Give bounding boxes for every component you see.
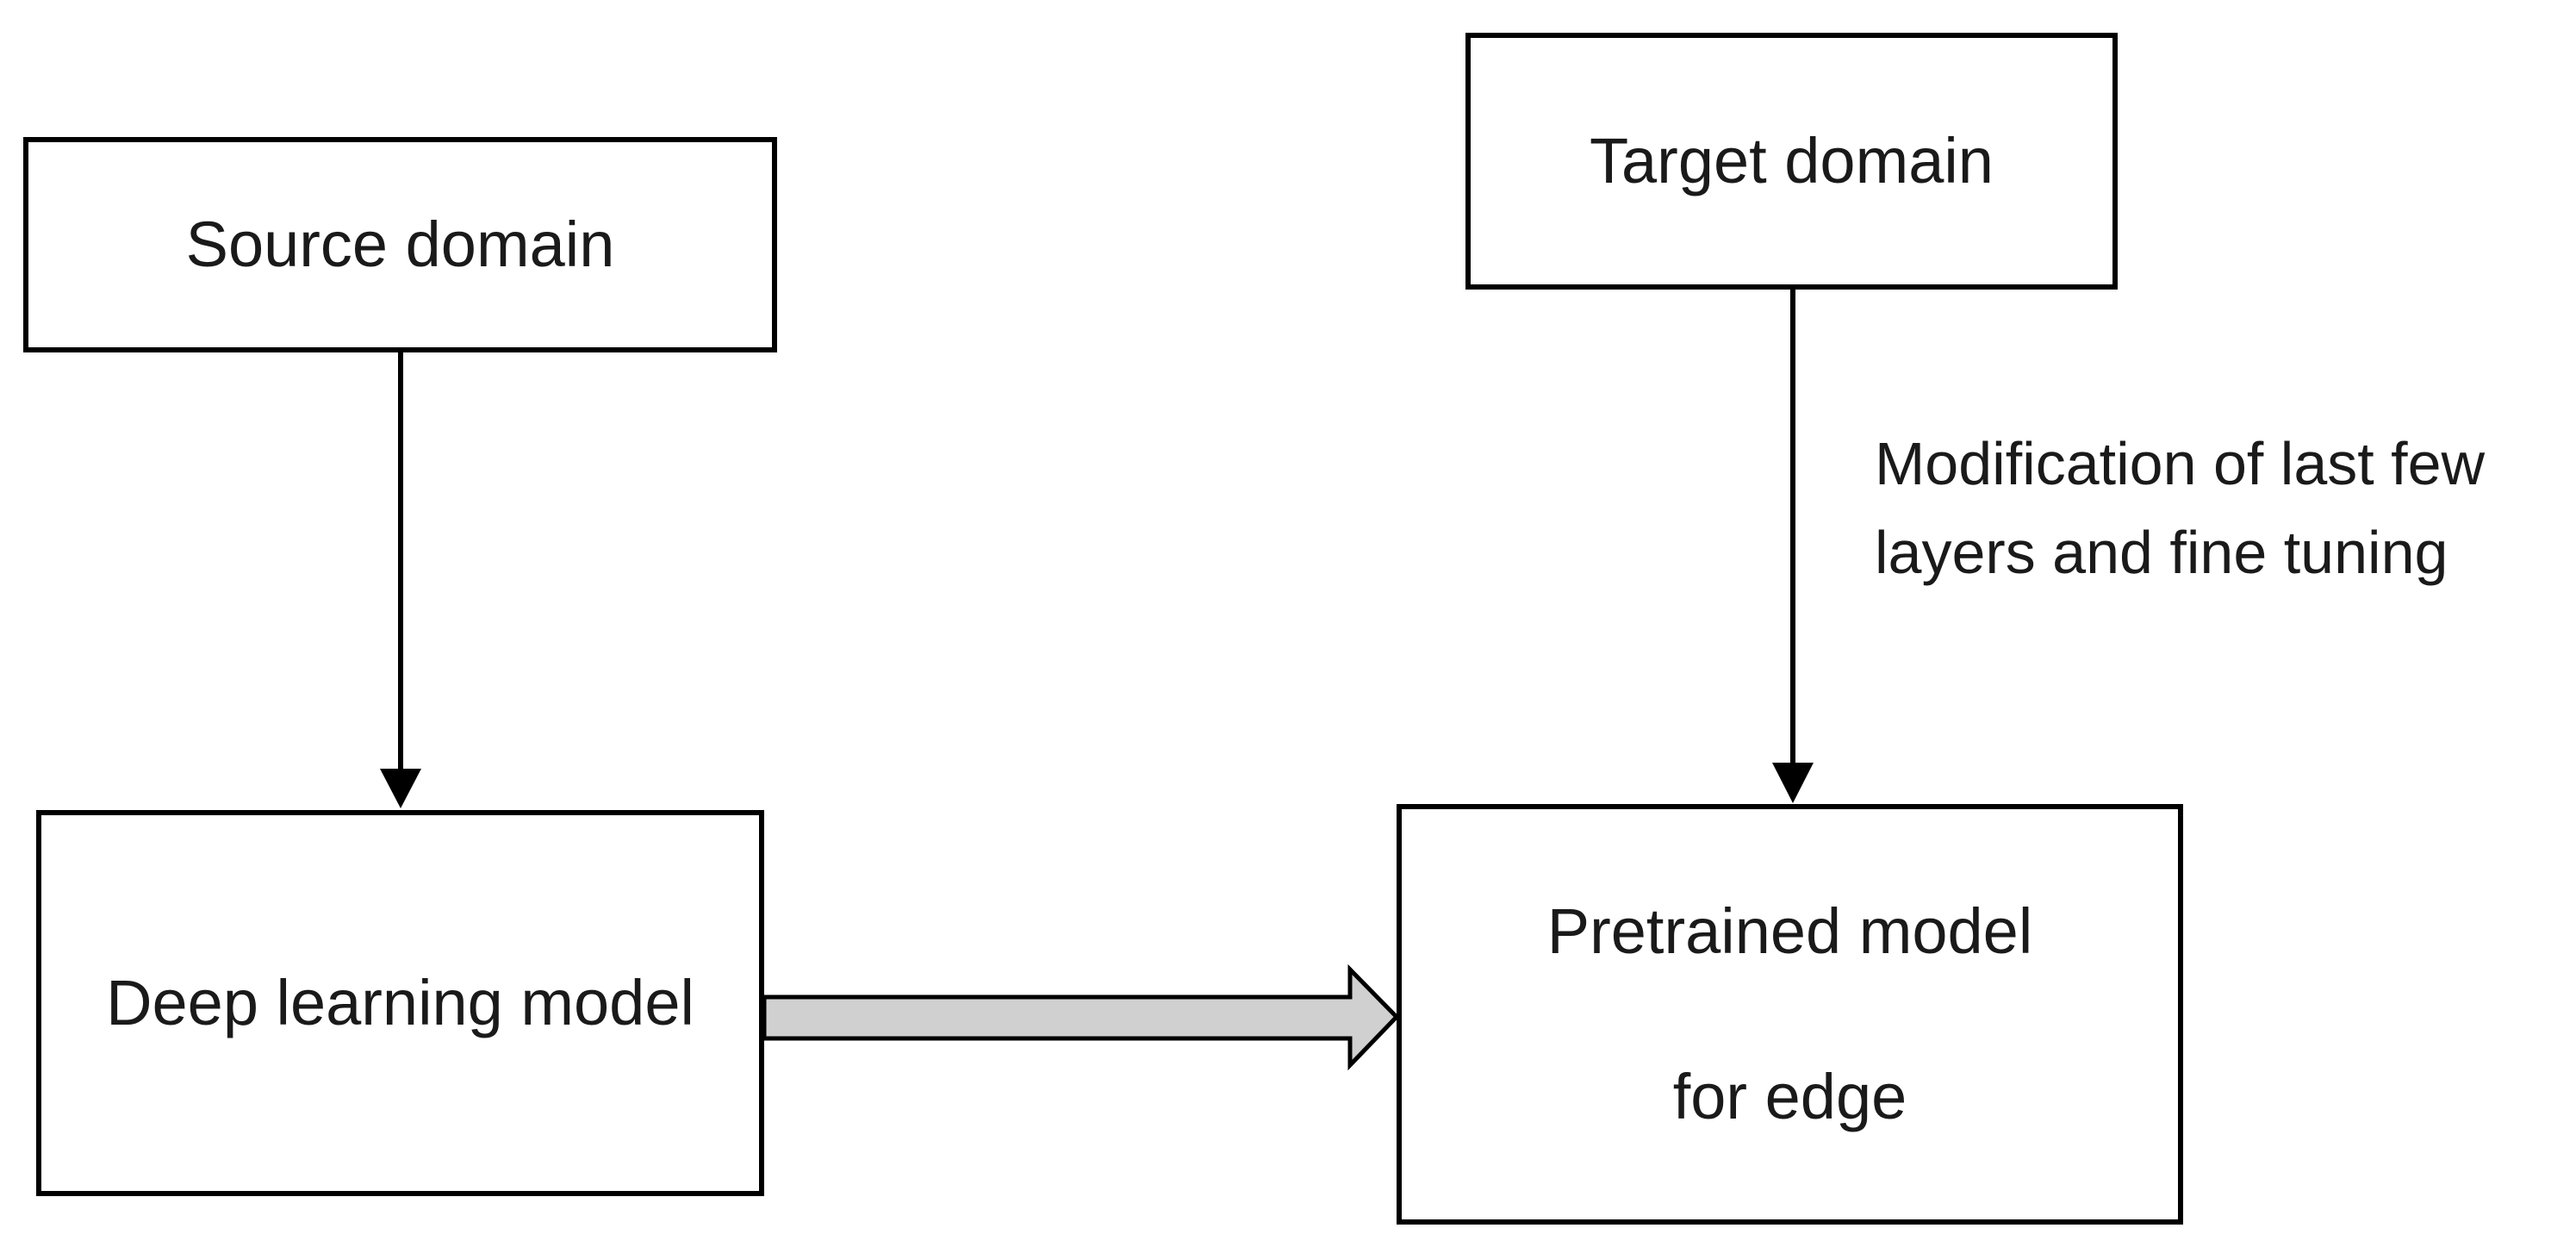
fine-tuning-edge-label-line-2: layers and fine tuning	[1875, 519, 2448, 586]
deep-learning-model-box: Deep learning model	[36, 810, 764, 1196]
source-domain-label: Source domain	[185, 208, 615, 280]
target-domain-label: Target domain	[1590, 124, 1994, 196]
pretrained-model-label-line-1: Pretrained model	[1546, 895, 2033, 967]
edge-target-to-pretrained-arrowhead	[1772, 763, 1814, 803]
edge-source-to-deep-arrowhead	[380, 769, 421, 808]
pretrained-model-label-line-2: for edge	[1672, 1061, 1907, 1133]
pretrained-model-label: Pretrained model for edge	[1547, 807, 2033, 1222]
target-domain-box: Target domain	[1465, 33, 2118, 290]
deep-learning-model-label: Deep learning model	[106, 966, 694, 1038]
edge-deep-to-pretrained-block-arrow	[762, 963, 1400, 1071]
fine-tuning-edge-label: Modification of last few layers and fine…	[1875, 420, 2485, 597]
source-domain-box: Source domain	[23, 137, 777, 352]
pretrained-model-box: Pretrained model for edge	[1397, 804, 2183, 1225]
fine-tuning-edge-label-line-1: Modification of last few	[1875, 430, 2486, 497]
